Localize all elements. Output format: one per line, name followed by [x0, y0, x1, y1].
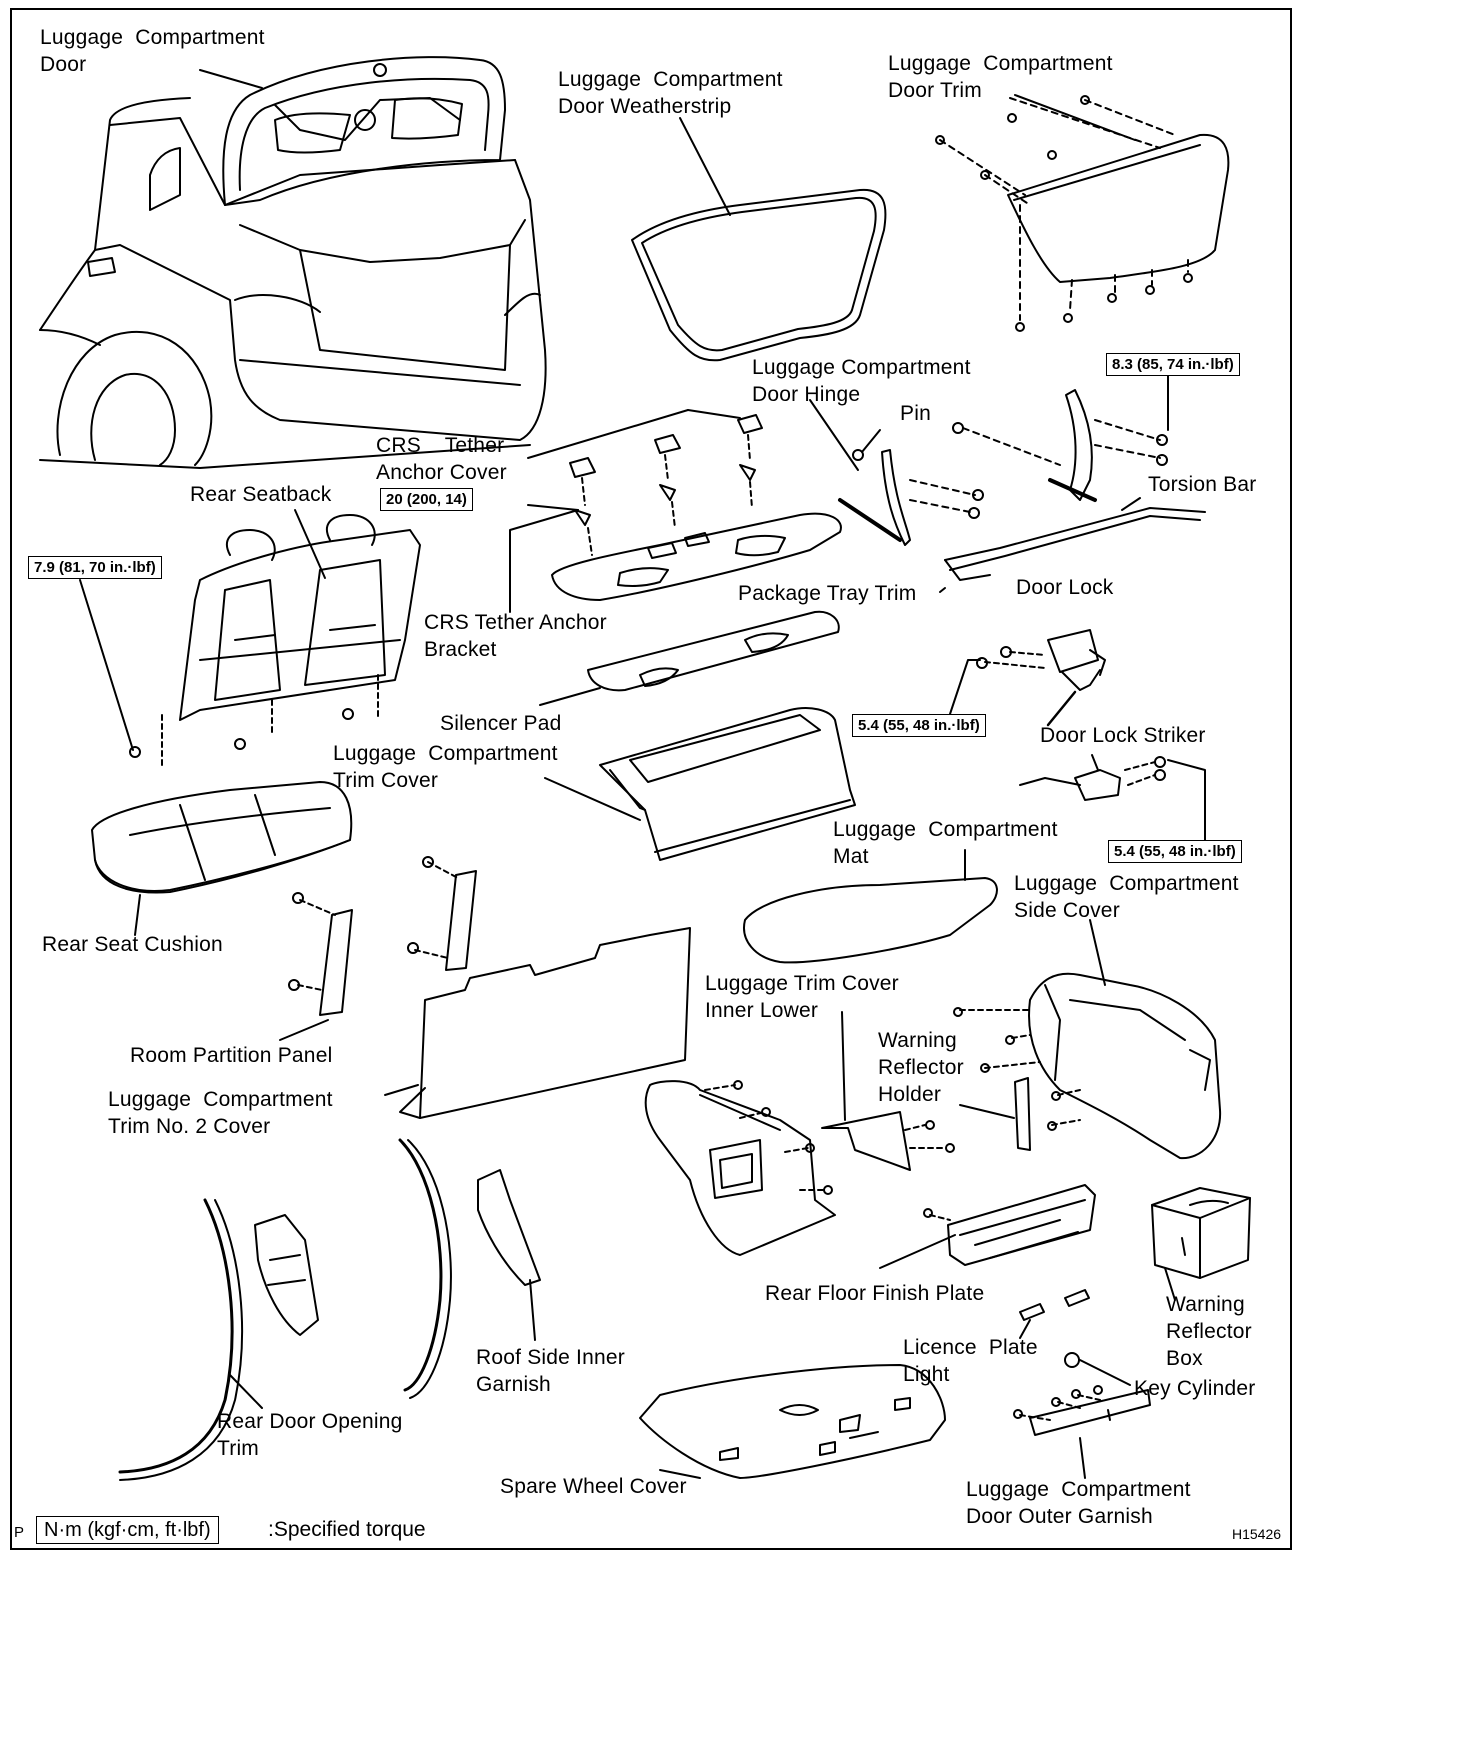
figure-id: H15426 [1232, 1526, 1282, 1542]
label-trim-cover: Luggage Compartment Trim Cover [333, 742, 558, 792]
trim-no2-cover-illustration [384, 927, 691, 1119]
car-body-illustration [39, 56, 547, 469]
torque-box-crs: 20 (200, 14) [380, 488, 473, 511]
label-room-partition-panel: Room Partition Panel [130, 1044, 333, 1067]
diagram-sheet: { "labels": { "luggage_door": "Luggage C… [10, 8, 1292, 1550]
door-lock-illustration [949, 629, 1206, 846]
door-weatherstrip-illustration [631, 117, 887, 362]
label-trim-no2-cover: Luggage Compartment Trim No. 2 Cover [108, 1088, 333, 1138]
label-pin: Pin [900, 402, 931, 425]
room-partition-illustration [279, 856, 477, 1041]
label-side-cover: Luggage Compartment Side Cover [1014, 872, 1239, 922]
label-crs-tether-anchor-bracket: CRS Tether Anchor Bracket [424, 611, 607, 661]
roof-garnish-illustration [398, 1138, 541, 1399]
legend-unit-box: N·m (kgf·cm, ft·lbf) [36, 1516, 219, 1544]
label-warning-reflector-holder: Warning Reflector Holder [878, 1029, 964, 1106]
legend-text: :Specified torque [268, 1518, 426, 1541]
label-door-hinge: Luggage Compartment Door Hinge [752, 356, 971, 406]
spare-wheel-cover-illustration [639, 1364, 946, 1479]
rear-floor-plate-illustration [879, 1184, 1096, 1269]
door-hinge-illustration [809, 374, 1206, 581]
label-luggage-compartment-door: Luggage Compartment Door [40, 26, 265, 76]
label-door-lock-striker: Door Lock Striker [1040, 724, 1206, 747]
label-silencer-pad: Silencer Pad [440, 712, 562, 735]
trim-cover-illustration [544, 707, 856, 861]
label-compartment-mat: Luggage Compartment Mat [833, 818, 1058, 868]
label-door-weatherstrip: Luggage Compartment Door Weatherstrip [558, 68, 783, 118]
label-rear-seatback: Rear Seatback [190, 483, 332, 506]
label-rear-door-opening-trim: Rear Door Opening Trim [217, 1410, 403, 1460]
door-opening-trim-illustration [118, 1198, 319, 1481]
label-crs-tether-anchor-cover: CRS Tether Anchor Cover [376, 434, 507, 484]
label-warning-reflector-box: Warning Reflector Box [1166, 1293, 1252, 1370]
label-spare-wheel-cover: Spare Wheel Cover [500, 1475, 687, 1498]
label-key-cylinder: Key Cylinder [1134, 1377, 1256, 1400]
side-cover-illustration [953, 919, 1222, 1160]
torque-box-seatback: 7.9 (81, 70 in.·lbf) [28, 556, 162, 579]
door-trim-illustration [935, 94, 1230, 332]
reflector-box-illustration [1151, 1187, 1251, 1301]
torque-box-hinge: 8.3 (85, 74 in.·lbf) [1106, 353, 1240, 376]
package-tray-illustration [509, 409, 946, 613]
label-rear-seat-cushion: Rear Seat Cushion [42, 933, 223, 956]
label-door-outer-garnish: Luggage Compartment Door Outer Garnish [966, 1478, 1191, 1528]
garnish-illustration [1013, 1289, 1151, 1479]
silencer-pad-illustration [539, 610, 840, 706]
torque-box-door-lock: 5.4 (55, 48 in.·lbf) [852, 714, 986, 737]
label-rear-floor-finish-plate: Rear Floor Finish Plate [765, 1282, 985, 1305]
exploded-view-drawing [39, 56, 1251, 1481]
label-roof-side-inner-garnish: Roof Side Inner Garnish [476, 1346, 625, 1396]
compartment-mat-illustration [743, 849, 998, 964]
diagram-frame [10, 8, 1292, 1550]
torque-box-striker: 5.4 (55, 48 in.·lbf) [1108, 840, 1242, 863]
rear-seat-cushion-illustration [91, 781, 353, 936]
rear-seatback-illustration [79, 509, 421, 766]
label-door-lock: Door Lock [1016, 576, 1114, 599]
label-trim-cover-inner-lower: Luggage Trim Cover Inner Lower [705, 972, 899, 1022]
corner-letter: P [14, 1524, 25, 1541]
trim-inner-lower-illustration [644, 1011, 955, 1256]
label-package-tray-trim: Package Tray Trim [738, 582, 917, 605]
label-door-trim: Luggage Compartment Door Trim [888, 52, 1113, 102]
label-torsion-bar: Torsion Bar [1148, 473, 1257, 496]
label-licence-plate-light: Licence Plate Light [903, 1336, 1038, 1386]
